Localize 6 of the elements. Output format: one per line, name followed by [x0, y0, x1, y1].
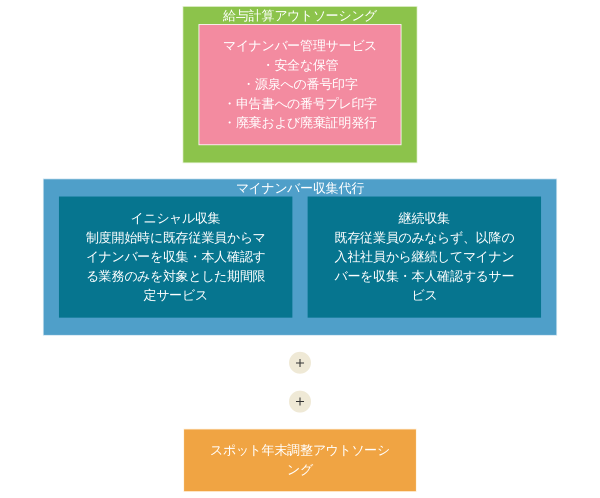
node-box: マイナンバー管理サービス ・安全な保管 ・源泉への番号印字 ・申告書への番号プレ印字 ・廃棄および廃棄証明発行 [198, 24, 402, 146]
node-box: イニシャル収集 制度開始時に既存従業員からマイナンバーを収集・本人確認する業務のみを対象とした期間限定サービス [58, 196, 292, 318]
node-box: スポット年末調整アウトソーシング [183, 428, 417, 492]
node-circle: + [288, 350, 312, 375]
node-circle: + [288, 390, 312, 414]
node-box: 継続収集 既存従業員のみならず、以降の入社社員から継続してマイナンバーを収集・本人確認するサービス [308, 196, 542, 318]
